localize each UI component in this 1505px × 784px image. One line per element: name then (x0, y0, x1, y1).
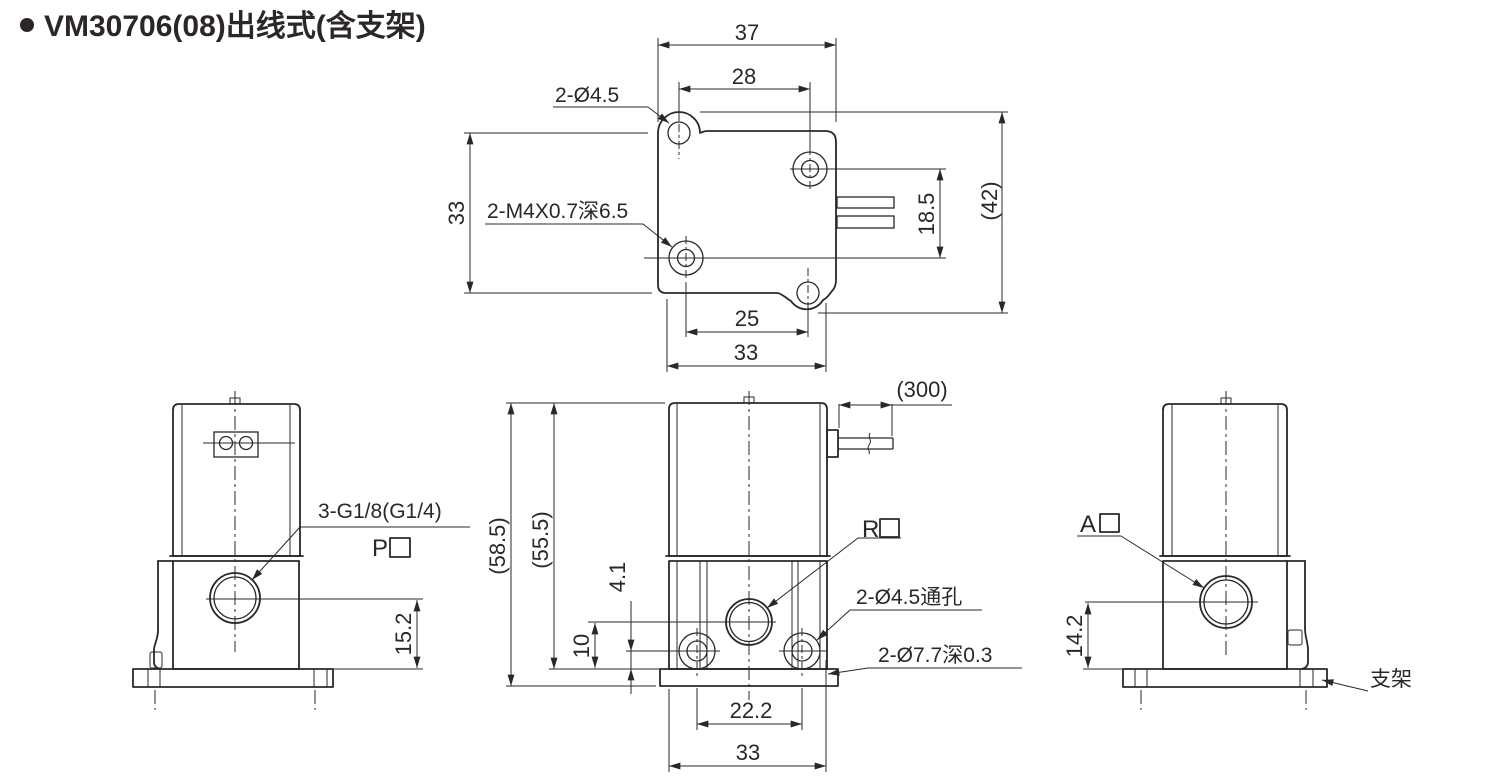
dim-body-width: 33 (734, 340, 758, 365)
coil-outline (668, 402, 828, 557)
dim-port-center-height: 10 (569, 634, 594, 658)
label-ports: 3-G1/8(G1/4) (318, 500, 442, 523)
dim-cable-length: (300) (896, 377, 947, 402)
right-side-view: A 14.2 支架 (1062, 391, 1412, 710)
cable-connector (826, 429, 839, 458)
valve-body-outline (668, 560, 828, 670)
dim-terminal-offset: 18.5 (914, 193, 939, 236)
label-port-r: R (862, 516, 879, 543)
leader-arrow (647, 106, 670, 124)
label-port-a: A (1080, 511, 1096, 538)
dim-upper-hole-spacing: 28 (732, 64, 756, 89)
dim-body-height: (55.5) (528, 511, 553, 568)
page-title: VM30706(08)出线式(含支架) (44, 9, 426, 43)
label-thread-holes: 2-M4X0.7深6.5 (487, 200, 628, 223)
bracket-base-plate (132, 668, 334, 688)
dim-overall-width: 37 (735, 20, 759, 45)
bracket-foot (1301, 627, 1309, 670)
port-r-square-symbol (879, 518, 900, 538)
bracket-foot-detail (1287, 629, 1303, 646)
cable-break-symbol (867, 432, 871, 455)
dim-port-center-height: 14.2 (1062, 615, 1087, 658)
dim-hole-center-height: 4.1 (605, 562, 630, 593)
bracket-plate-outline (657, 111, 837, 311)
leader-arrow (827, 667, 869, 676)
label-through-holes: 2-Ø4.5通孔 (856, 586, 962, 609)
dim-hole-spacing: 22.2 (730, 698, 773, 723)
port-p-square-symbol (389, 537, 411, 558)
dim-lower-hole-spacing: 25 (735, 306, 759, 331)
leader-arrow (642, 223, 673, 248)
label-port-p: P (372, 535, 388, 562)
leader-arrow (816, 609, 851, 641)
dim-body-width: 33 (736, 740, 760, 765)
bracket-base-plate (659, 668, 839, 687)
coil-outline (172, 403, 301, 557)
top-view: 37 28 2-Ø4.5 2-M4X0.7深6.5 33 18.5 (42) 2… (444, 20, 1008, 372)
drawing-title: VM30706(08)出线式(含支架) (20, 9, 426, 43)
label-bracket: 支架 (1370, 668, 1412, 691)
dim-port-center-height: 15.2 (391, 613, 416, 656)
bracket-base-plate (1122, 668, 1328, 688)
title-bullet-icon (20, 18, 34, 32)
label-counterbore: 2-Ø7.7深0.3 (878, 644, 992, 667)
bracket-foot-detail (149, 651, 163, 669)
port-a-square-symbol (1099, 513, 1120, 533)
front-view: (300) (58.5) (55.5) 10 4.1 R (485, 377, 1022, 772)
leader-arrow (251, 526, 301, 581)
left-side-view: 15.2 3-G1/8(G1/4) P (132, 391, 470, 710)
dim-plate-height: 33 (444, 201, 469, 225)
bracket-foot (153, 629, 161, 670)
leader-arrow (766, 537, 859, 609)
terminal-block (213, 431, 259, 458)
terminal-tab-upper (836, 196, 895, 209)
dim-overall-height: (42) (977, 181, 1002, 220)
coil-outline (1162, 403, 1288, 557)
valve-body-outline (1162, 560, 1288, 670)
leader-arrow (1120, 535, 1205, 589)
terminal-tab-lower (836, 215, 895, 229)
leader-arrow (1321, 679, 1369, 692)
label-bracket-holes: 2-Ø4.5 (555, 84, 619, 107)
dim-overall-height: (58.5) (485, 517, 510, 574)
